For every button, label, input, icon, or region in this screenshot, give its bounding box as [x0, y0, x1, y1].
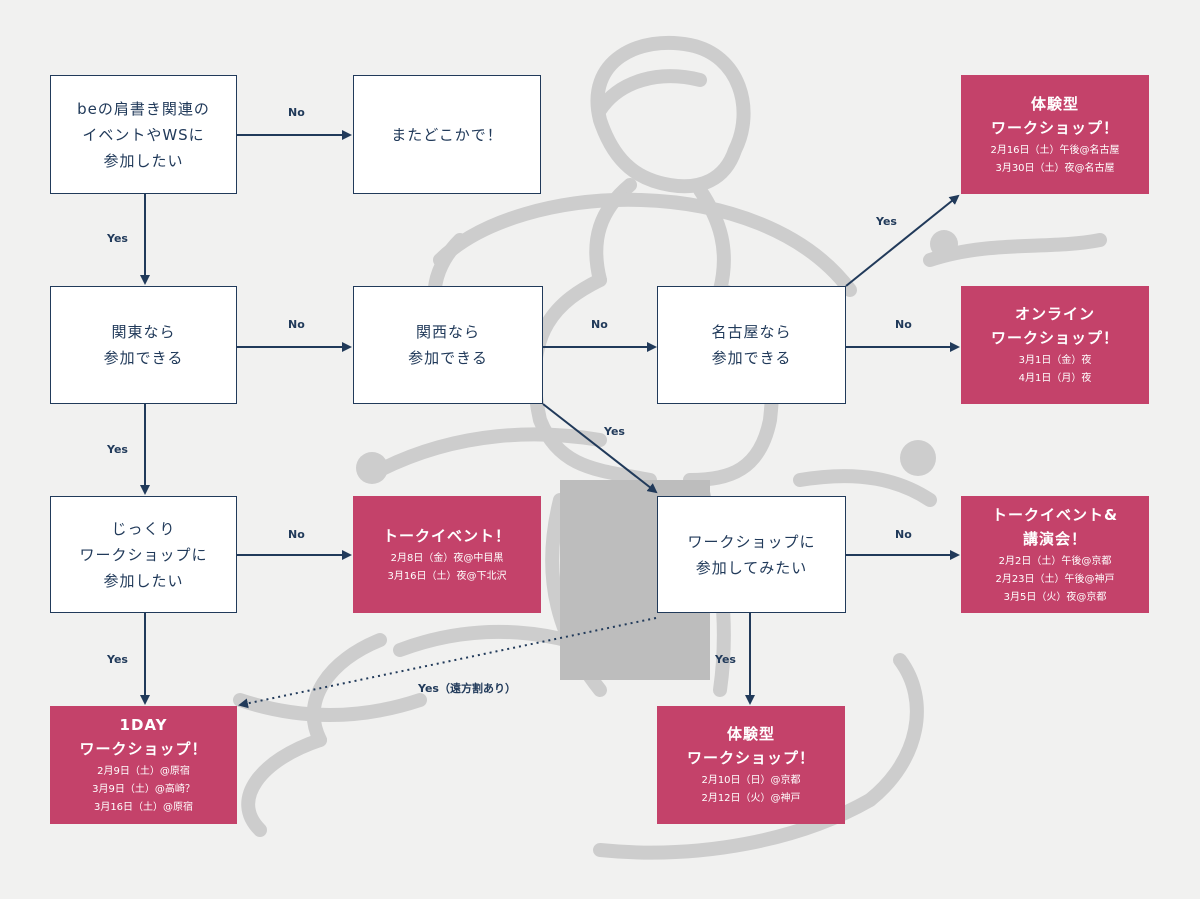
result-title-line: ワークショップ！: [79, 740, 208, 758]
question-line: ワークショップに: [79, 545, 208, 564]
question-deep-workshop: じっくり ワークショップに 参加したい: [50, 496, 237, 613]
label-q6-yes-far: Yes（遠方割あり）: [418, 682, 516, 695]
label-q2-no: No: [288, 318, 305, 331]
label-q3-no: No: [288, 528, 305, 541]
result-date: 3月16日（土）@原宿: [93, 802, 194, 813]
result-oneday-workshop: 1DAY ワークショップ！ 2月9日（土）@原宿 3月9日（土）@高崎？ 3月1…: [50, 706, 237, 824]
result-title-line: ワークショップ！: [990, 118, 1119, 137]
result-title: 1DAY ワークショップ！: [79, 713, 207, 761]
result-date: 2月2日（土）午後@京都: [998, 555, 1112, 567]
question-line: 参加できる: [408, 349, 488, 367]
label-q4-yes: Yes: [604, 425, 625, 438]
result-title-line: オンライン: [1014, 305, 1095, 323]
result-date: 2月16日（土）午後@名古屋: [990, 144, 1120, 156]
question-line: 名古屋なら: [711, 323, 792, 341]
result-kansai-workshop: 体験型 ワークショップ！ 2月10日（日）@京都 2月12日（火）@神戸: [657, 706, 845, 824]
result-title: オンライン ワークショップ！: [991, 302, 1119, 350]
result-talk-event: トークイベント！ 2月8日（金）夜@中目黒 3月16日（土）夜@下北沢: [353, 496, 541, 613]
result-title-line: 講演会！: [1022, 529, 1087, 548]
result-date: 4月1日（月）夜: [1018, 373, 1092, 384]
question-line: 参加したい: [103, 151, 184, 170]
label-q4-no: No: [591, 318, 608, 331]
result-date: 2月10日（日）@京都: [701, 775, 801, 786]
result-date: 2月12日（火）@神戸: [701, 793, 801, 804]
result-online-workshop: オンライン ワークショップ！ 3月1日（金）夜 4月1日（月）夜: [961, 286, 1149, 404]
question-kanto: 関東なら 参加できる: [50, 286, 237, 404]
result-date: 3月30日（土）夜@名古屋: [995, 162, 1115, 174]
question-line: じっくり: [111, 519, 176, 538]
label-q1-no: No: [288, 106, 305, 119]
result-title: 体験型 ワークショップ！: [687, 722, 815, 770]
label-q5-yes: Yes: [876, 215, 897, 228]
question-line: 参加したい: [103, 571, 184, 590]
result-title: トークイベント& 講演会！: [992, 503, 1118, 551]
question-line: 参加できる: [103, 349, 184, 367]
label-q1-yes: Yes: [107, 232, 128, 245]
question-line: 関西なら: [415, 323, 480, 341]
result-talk-lecture: トークイベント& 講演会！ 2月2日（土）午後@京都 2月23日（土）午後@神戸…: [961, 496, 1149, 613]
label-q2-yes: Yes: [107, 443, 128, 456]
question-be-events: beの肩書き関連の イベントやWSに 参加したい: [50, 75, 237, 194]
arrow-q6-yes-far: [238, 617, 657, 709]
result-title: トークイベント！: [383, 524, 511, 548]
label-q5-no: No: [895, 318, 912, 331]
result-title-line: 体験型: [1030, 94, 1079, 113]
end-box-see-you: またどこかで！: [353, 75, 541, 194]
result-date: 2月8日（金）夜@中目黒: [390, 552, 504, 564]
label-q3-yes: Yes: [107, 653, 128, 666]
question-line: 参加してみたい: [695, 558, 808, 577]
question-try-workshop: ワークショップに 参加してみたい: [657, 496, 846, 613]
result-date: 3月5日（火）夜@京都: [1003, 591, 1107, 603]
result-date: 2月9日（土）@原宿: [97, 766, 190, 777]
result-date: 2月23日（土）午後@神戸: [995, 573, 1115, 585]
arrow-q5-yes: [845, 194, 960, 287]
result-date: 3月9日（土）@高崎？: [92, 784, 195, 795]
result-title: 体験型 ワークショップ！: [991, 92, 1119, 140]
arrow-q4-yes: [542, 403, 658, 494]
question-kansai: 関西なら 参加できる: [353, 286, 543, 404]
question-nagoya: 名古屋なら 参加できる: [657, 286, 846, 404]
question-line: イベントやWSに: [82, 125, 205, 144]
result-title-line: ワークショップ！: [686, 749, 815, 767]
question-line: 関東なら: [111, 323, 176, 341]
result-title-line: ワークショップ！: [990, 329, 1119, 347]
label-q6-no: No: [895, 528, 912, 541]
result-title-line: トークイベント！: [382, 526, 511, 545]
result-date: 3月16日（土）夜@下北沢: [387, 570, 507, 582]
question-line: 参加できる: [711, 349, 792, 367]
result-nagoya-workshop: 体験型 ワークショップ！ 2月16日（土）午後@名古屋 3月30日（土）夜@名古…: [961, 75, 1149, 194]
result-title-line: 1DAY: [119, 716, 168, 734]
end-box-text: またどこかで！: [391, 125, 503, 144]
result-date: 3月1日（金）夜: [1018, 355, 1092, 366]
label-q6-yes: Yes: [715, 653, 736, 666]
question-line: ワークショップに: [687, 532, 816, 551]
result-title-line: トークイベント&: [991, 505, 1119, 524]
result-title-line: 体験型: [726, 725, 775, 743]
question-line: beの肩書き関連の: [77, 99, 210, 118]
